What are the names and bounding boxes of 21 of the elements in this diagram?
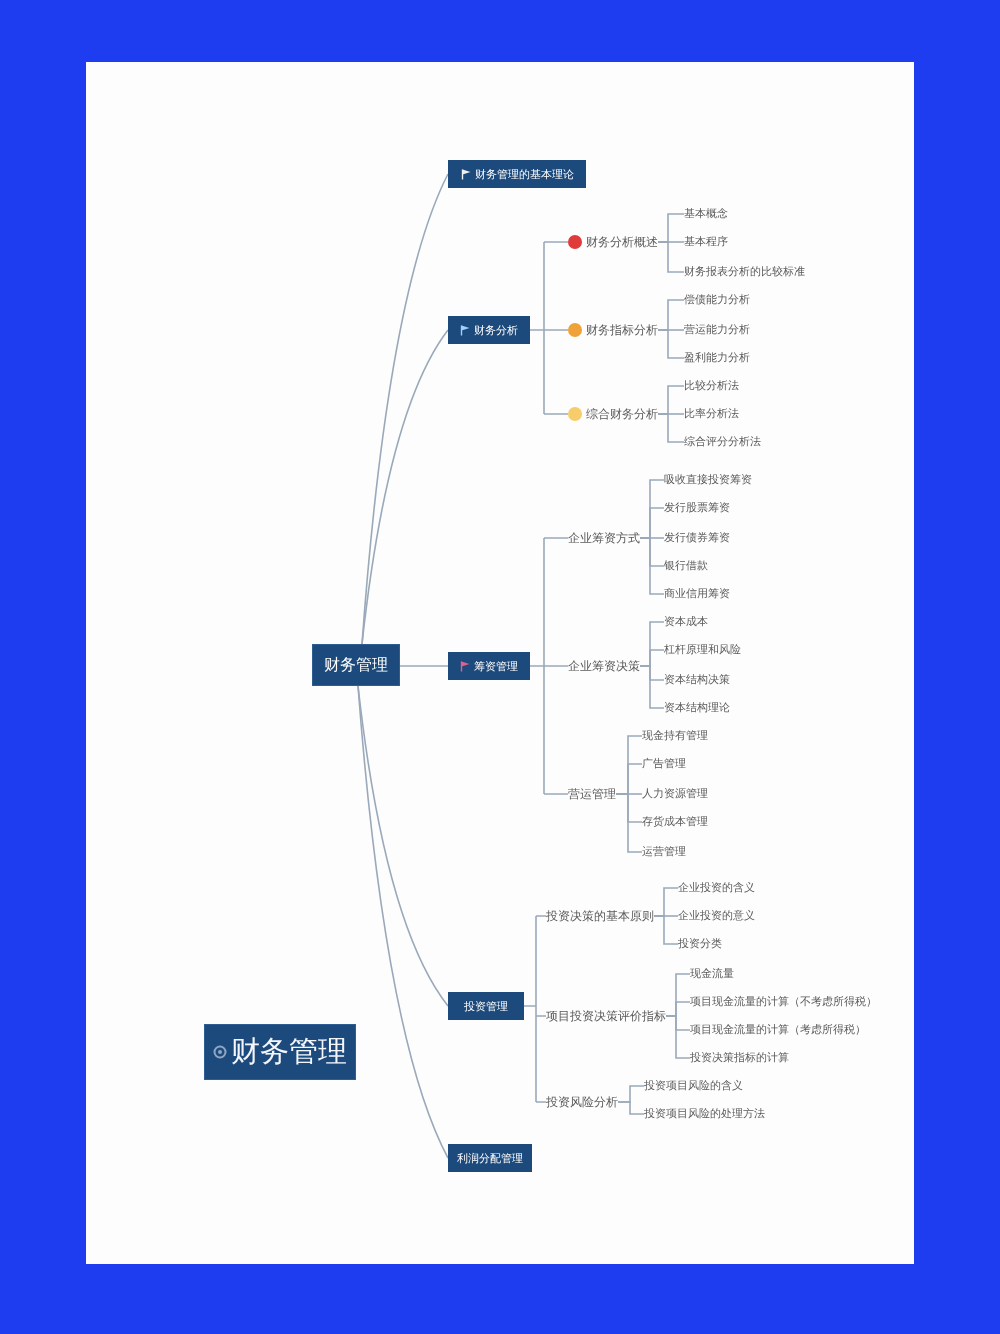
topic-box: [448, 316, 530, 344]
topic-box: [448, 160, 586, 188]
connector-line: [657, 329, 685, 359]
connector-line: [617, 1101, 645, 1115]
connector-line: [639, 537, 665, 595]
connector-line: [361, 329, 449, 645]
connector-line: [361, 173, 449, 645]
connector-line: [639, 665, 665, 709]
connector-line: [523, 915, 547, 1103]
connector-line: [657, 241, 685, 273]
connector-line: [399, 665, 449, 667]
central-topic: 财务管理: [312, 644, 400, 686]
connector-line: [653, 915, 679, 945]
connector-line: [615, 793, 643, 853]
title-text: 财务管理: [231, 1032, 347, 1072]
connector-line: [657, 413, 685, 443]
connector-line: [529, 241, 569, 415]
connector-line: [665, 1015, 691, 1059]
topic-box: [448, 652, 530, 680]
connector-line: [357, 685, 449, 1159]
connector-line: [529, 537, 569, 795]
